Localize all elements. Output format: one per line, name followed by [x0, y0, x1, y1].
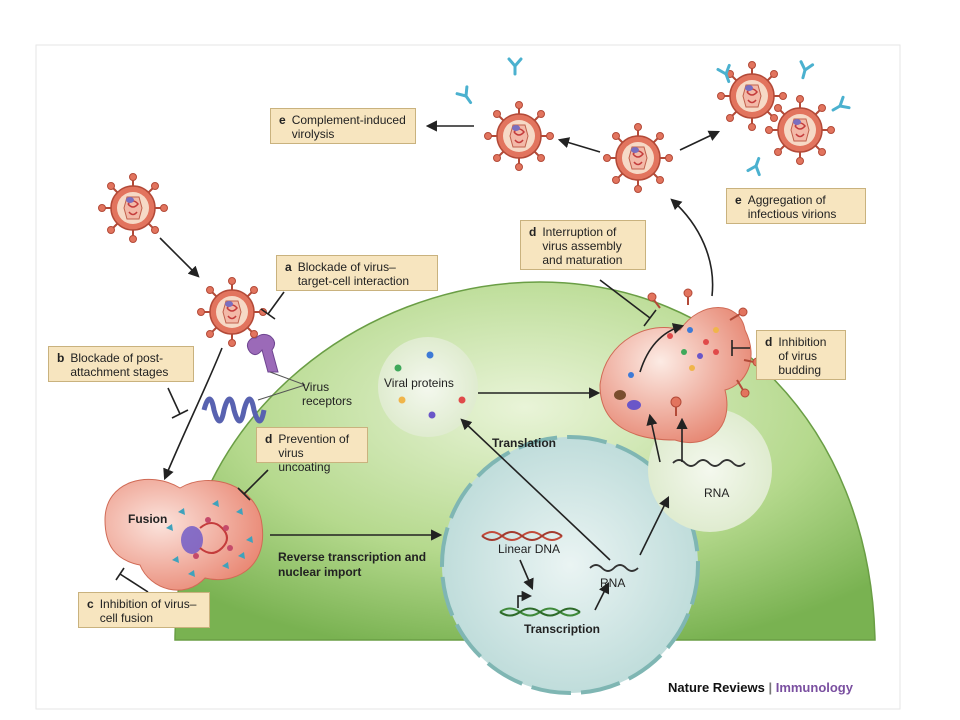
arrow-rna-to-cytoplasm	[639, 495, 670, 556]
rna-cytoplasm-label: RNA	[704, 486, 730, 500]
credit-separator: |	[764, 680, 776, 695]
translation-label: Translation	[492, 436, 557, 450]
arrow-bud-to-release	[670, 198, 714, 297]
viral-proteins-vesicle	[378, 337, 478, 437]
reverse-transcription-label: Reverse transcription and nuclear import	[278, 550, 427, 579]
receptor-cd4	[246, 333, 279, 373]
attaching-virion	[196, 276, 268, 348]
nucleus	[440, 435, 700, 695]
antibody-coated-virion	[483, 100, 555, 172]
fusion-contents	[166, 500, 253, 577]
arrow-transcription-to-rna	[594, 581, 610, 611]
inhibitor-c	[115, 567, 149, 593]
label-c-inhibition-fusion: c Inhibition of virus–cell fusion	[78, 592, 210, 628]
rna-nucleus-label: RNA	[600, 576, 626, 590]
arrow-bud-internal	[639, 323, 685, 373]
free-virion	[97, 172, 169, 244]
label-d-inhibition-budding: d Inhibition of virus budding	[756, 330, 846, 380]
aggregated-virion-2	[764, 94, 836, 166]
receptor-coreceptor	[201, 396, 267, 424]
arrow-rna-to-bud-1	[646, 413, 661, 463]
credit-journal: Nature Reviews	[668, 680, 765, 695]
inhibitor-d-assembly	[599, 279, 657, 327]
arrow-to-aggregation	[679, 130, 721, 151]
inhibitor-d-uncoating	[237, 469, 269, 501]
credit-section: Immunology	[775, 680, 853, 695]
transcription-strand	[499, 590, 581, 617]
viral-protein-dots	[394, 351, 466, 419]
rna-strand-cytoplasm	[672, 459, 746, 467]
label-b-blockade-post-attachment: b Blockade of post-attachment stages	[48, 346, 194, 382]
fusion-label: Fusion	[128, 512, 168, 526]
rna-strand-nucleus	[589, 564, 639, 572]
receptor-pointers	[257, 371, 306, 401]
viral-proteins-label: Viral proteins	[384, 376, 454, 390]
label-d-prevention-uncoating: d Prevention of virus uncoating	[256, 427, 368, 474]
label-e-complement-virolysis: e Complement-induced virolysis	[270, 108, 416, 144]
arrow-to-antibody-virion	[557, 137, 601, 153]
arrow-translation	[460, 418, 611, 561]
linear-dna-label: Linear DNA	[498, 542, 561, 556]
budding-protein-dots	[628, 327, 719, 378]
arrow-dna-to-transcription	[519, 559, 534, 591]
journal-credit: Nature Reviews | Immunology	[668, 680, 853, 695]
label-d-interruption-assembly: d Interruption of virus assembly and mat…	[520, 220, 646, 270]
linear-dna-strand	[481, 531, 563, 541]
virus-receptors-label: Virus receptors	[302, 380, 353, 408]
inhibitor-a	[260, 291, 285, 320]
arrow-to-fusion	[163, 347, 223, 481]
label-a-blockade-interaction: a Blockade of virus–target-cell interact…	[276, 255, 438, 291]
transcription-label: Transcription	[524, 622, 601, 636]
label-e-aggregation-virions: e Aggregation of infectious virions	[726, 188, 866, 224]
budding-structure	[599, 288, 762, 444]
inhibitor-b	[167, 387, 189, 419]
arrow-free-to-attach	[159, 237, 200, 278]
released-virion	[602, 122, 674, 194]
inhibitor-d-budding	[731, 340, 750, 356]
